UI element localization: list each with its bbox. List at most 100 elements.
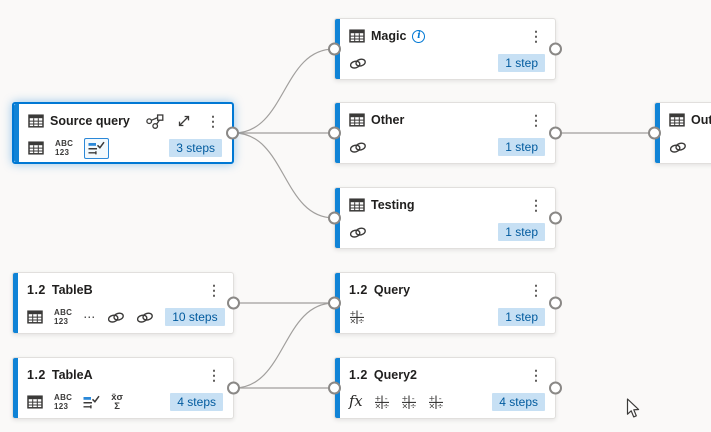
table-icon xyxy=(28,140,44,156)
more-options-button[interactable]: ⋮ xyxy=(207,282,221,298)
table-icon xyxy=(349,28,365,44)
fx-custom-function-icon[interactable]: fx xyxy=(349,394,363,410)
choose-columns-step-icon[interactable] xyxy=(83,395,100,410)
step-count-badge[interactable]: 1 step xyxy=(498,138,545,156)
step-count-badge[interactable]: 4 steps xyxy=(170,393,223,411)
input-port[interactable] xyxy=(328,211,341,225)
edge-source-query-to-testing xyxy=(233,132,335,219)
query-title: Testing xyxy=(371,198,415,212)
table-icon xyxy=(27,309,43,325)
query-title: Magic xyxy=(371,29,407,43)
link-step-icon[interactable] xyxy=(669,141,687,154)
node-header: 1.2 Query ⋮ xyxy=(349,280,545,300)
more-options-button[interactable]: ⋮ xyxy=(206,113,220,129)
more-options-button[interactable]: ⋮ xyxy=(529,197,543,213)
output-port[interactable] xyxy=(549,296,562,310)
choose-columns-step-icon[interactable] xyxy=(88,141,105,156)
link-step-icon[interactable] xyxy=(107,311,125,324)
svg-text:÷: ÷ xyxy=(382,402,389,410)
expand-node-icon[interactable] xyxy=(177,114,191,128)
output-port[interactable] xyxy=(549,211,562,225)
node-steps-row: 1 step xyxy=(349,220,545,244)
more-options-button[interactable]: ⋮ xyxy=(529,28,543,44)
decimal-number-type-icon: 1.2 xyxy=(27,283,46,297)
node-header: Outp xyxy=(669,110,711,130)
step-count-badge[interactable]: 10 steps xyxy=(165,308,225,326)
query-title: TableB xyxy=(51,283,93,297)
accent-bar xyxy=(14,104,19,162)
accent-bar xyxy=(13,273,18,333)
more-options-button[interactable]: ⋮ xyxy=(529,282,543,298)
math-step-icon[interactable]: + - × ÷ xyxy=(401,394,417,410)
node-steps-row: 1 step xyxy=(349,51,545,75)
svg-text:-: - xyxy=(384,394,387,403)
step-count-badge[interactable]: 1 step xyxy=(498,308,545,326)
svg-text:×: × xyxy=(401,402,408,410)
step-count-badge[interactable]: 4 steps xyxy=(492,393,545,411)
link-step-icon[interactable] xyxy=(349,226,367,239)
input-port[interactable] xyxy=(328,381,341,395)
link-step-icon[interactable] xyxy=(349,57,367,70)
input-port[interactable] xyxy=(328,126,341,140)
svg-text:-: - xyxy=(438,394,441,403)
math-step-icon[interactable]: + - × ÷ xyxy=(374,394,390,410)
query-title: Query xyxy=(373,283,411,297)
step-count-badge[interactable]: 1 step xyxy=(498,54,545,72)
svg-text:×: × xyxy=(349,317,356,325)
step-count-badge[interactable]: 3 steps xyxy=(169,139,222,157)
query-node-output[interactable]: Outp xyxy=(648,102,711,164)
node-header: Testing ⋮ xyxy=(349,195,545,215)
accent-bar xyxy=(13,358,18,418)
output-port[interactable] xyxy=(549,381,562,395)
info-icon[interactable]: i xyxy=(412,29,426,43)
query-node-other[interactable]: Other⋮ 1 step xyxy=(328,102,562,164)
input-port[interactable] xyxy=(328,42,341,56)
output-port[interactable] xyxy=(226,126,239,140)
svg-text:×: × xyxy=(428,402,435,410)
link-step-icon[interactable] xyxy=(136,311,154,324)
query-node-query[interactable]: 1.2 Query ⋮ + - × ÷ 1 step xyxy=(328,272,562,334)
input-port[interactable] xyxy=(328,296,341,310)
node-header: Source query ⋮ xyxy=(28,111,222,131)
step-count-badge[interactable]: 1 step xyxy=(498,223,545,241)
link-step-icon[interactable] xyxy=(349,141,367,154)
node-steps-row xyxy=(669,135,711,159)
svg-text:+: + xyxy=(428,394,435,403)
svg-text:-: - xyxy=(411,394,414,403)
query-node-testing[interactable]: Testing ⋮ 1 step xyxy=(328,187,562,249)
more-options-button[interactable]: ⋮ xyxy=(207,367,221,383)
output-port[interactable] xyxy=(549,126,562,140)
selected-step-box[interactable] xyxy=(84,137,110,159)
output-port[interactable] xyxy=(227,381,240,395)
node-header: Other⋮ xyxy=(349,110,545,130)
svg-text:+: + xyxy=(349,309,356,318)
edge-tablea-to-query xyxy=(233,302,335,389)
output-port[interactable] xyxy=(549,42,562,56)
node-steps-row: + - × ÷ 1 step xyxy=(349,305,545,329)
svg-text:÷: ÷ xyxy=(436,402,443,410)
more-options-button[interactable]: ⋮ xyxy=(529,112,543,128)
input-port[interactable] xyxy=(648,126,661,140)
node-steps-row: 1 step xyxy=(349,135,545,159)
decimal-number-type-icon: 1.2 xyxy=(349,283,368,297)
more-options-button[interactable]: ⋮ xyxy=(529,367,543,383)
collapsed-steps-icon[interactable]: ⋯ xyxy=(83,310,97,324)
math-step-icon[interactable]: + - × ÷ xyxy=(428,394,444,410)
output-port[interactable] xyxy=(227,296,240,310)
query-title: Query2 xyxy=(373,368,417,382)
math-step-icon[interactable]: + - × ÷ xyxy=(349,309,365,325)
related-queries-icon[interactable] xyxy=(146,113,164,129)
